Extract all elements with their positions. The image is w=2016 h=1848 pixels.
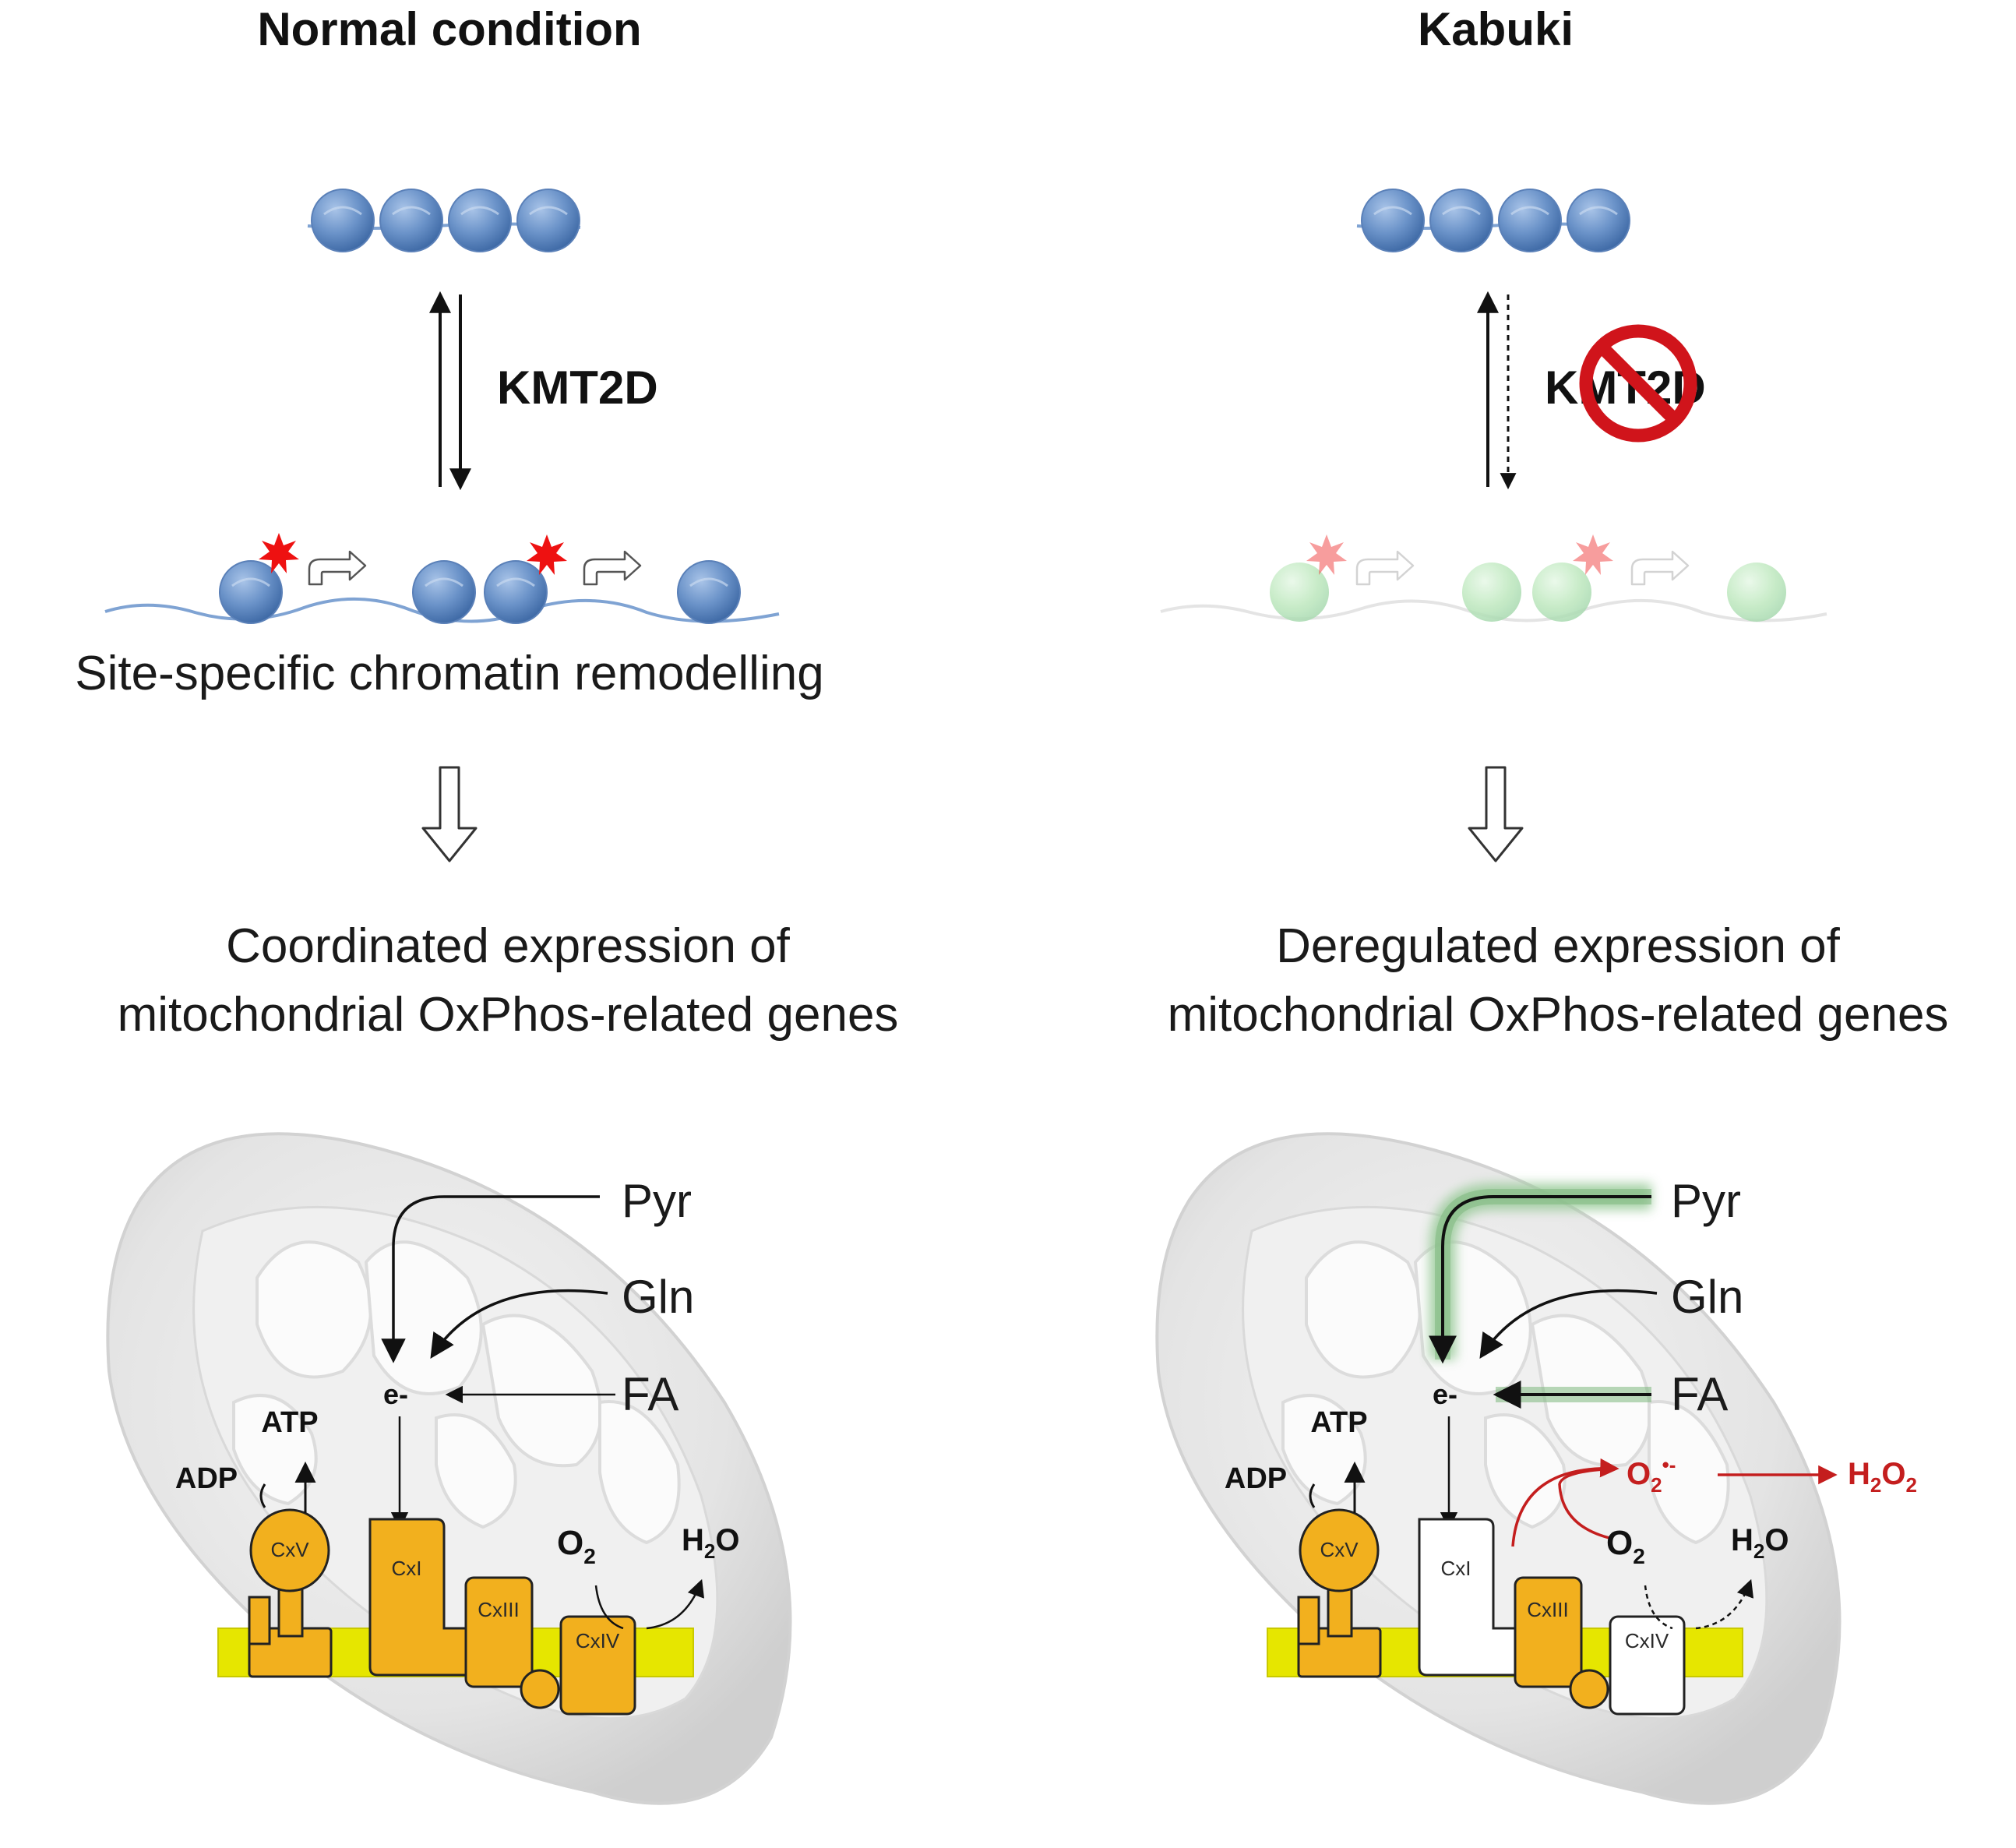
impaired-arrows-right — [1477, 291, 1517, 490]
substrate-arrows-right — [1429, 1195, 1658, 1530]
faded-transcription-start-arrow — [1355, 550, 1415, 586]
complex-cxiii-right: CxIII — [1514, 1576, 1609, 1709]
substrate-label-gln-right: Gln — [1671, 1271, 1743, 1323]
complex-cxiii-left: CxIII — [464, 1576, 560, 1709]
hollow-down-arrow-left — [421, 766, 478, 862]
hollow-down-arrow-right — [1468, 766, 1524, 862]
complex-cxiv-right-inactive: CxIV — [1609, 1615, 1686, 1716]
oxygen-to-water-arrow-right — [1644, 1578, 1754, 1630]
substrate-label-fa-right: FA — [1671, 1368, 1728, 1420]
oxygen-label: O2 — [557, 1524, 596, 1568]
coordinated-expression-line1: Coordinated expression of — [226, 919, 791, 973]
oxygen-to-water-arrow-left — [594, 1578, 705, 1630]
atp-label: ATP — [261, 1406, 318, 1439]
atp-synthase-cxv-right: CxV — [1297, 1508, 1382, 1678]
atp-synthase-cxv-left: CxV — [248, 1508, 333, 1678]
transcription-start-arrow — [308, 550, 367, 586]
substrate-label-pyr-right: Pyr — [1671, 1175, 1741, 1227]
water-label: H2O — [682, 1523, 739, 1563]
complex-cxiv-left: CxIV — [559, 1615, 636, 1716]
electron-label: e- — [383, 1378, 408, 1410]
prohibition-sign — [1579, 324, 1697, 443]
complex-label-cxiv-right: CxIV — [1625, 1629, 1669, 1652]
electron-label-right: e- — [1433, 1378, 1457, 1410]
complex-label-cxiii-right: CxIII — [1527, 1598, 1568, 1621]
atp-label-right: ATP — [1310, 1406, 1367, 1439]
complex-label-cxiii: CxIII — [478, 1598, 519, 1621]
remodelling-label: Site-specific chromatin remodelling — [75, 647, 823, 700]
substrate-label-fa: FA — [622, 1368, 678, 1420]
normal-condition-title: Normal condition — [257, 3, 641, 55]
atp-arrow-right — [1309, 1461, 1366, 1513]
adp-label-right: ADP — [1225, 1462, 1287, 1495]
complex-label-cxv-right: CxV — [1320, 1538, 1359, 1561]
substrate-label-gln: Gln — [622, 1271, 694, 1323]
deregulated-expression-line2: mitochondrial OxPhos-related genes — [1168, 988, 1949, 1042]
complex-label-cxiv: CxIV — [576, 1629, 620, 1652]
water-label-right: H2O — [1731, 1523, 1789, 1563]
complex-label-cxi-right: CxI — [1441, 1557, 1471, 1580]
oxygen-label-right: O2 — [1606, 1524, 1645, 1568]
ros-leak-arrows — [1511, 1458, 1838, 1547]
atp-arrow-left — [259, 1461, 316, 1513]
deregulated-expression-line1: Deregulated expression of — [1276, 919, 1841, 973]
complex-label-cxv: CxV — [270, 1538, 309, 1561]
adp-label: ADP — [175, 1462, 238, 1495]
kmt2d-label-left: KMT2D — [497, 361, 658, 414]
reversible-arrows-left — [429, 291, 471, 491]
coordinated-expression-line2: mitochondrial OxPhos-related genes — [118, 988, 899, 1042]
faded-transcription-start-arrow — [1630, 550, 1690, 586]
faded-chromatin-right — [1160, 534, 1827, 622]
substrate-label-pyr: Pyr — [622, 1175, 692, 1227]
substrate-arrows-left — [381, 1195, 615, 1530]
compact-chromatin-right — [1356, 188, 1631, 253]
superoxide-label: O2•- — [1627, 1453, 1676, 1497]
compact-chromatin-left — [307, 188, 581, 253]
complex-label-cxi: CxI — [392, 1557, 422, 1580]
transcription-start-arrow — [583, 550, 642, 586]
hydrogen-peroxide-label: H2O2 — [1848, 1457, 1917, 1497]
kabuki-title: Kabuki — [1418, 3, 1574, 55]
open-chromatin-left — [104, 533, 780, 625]
